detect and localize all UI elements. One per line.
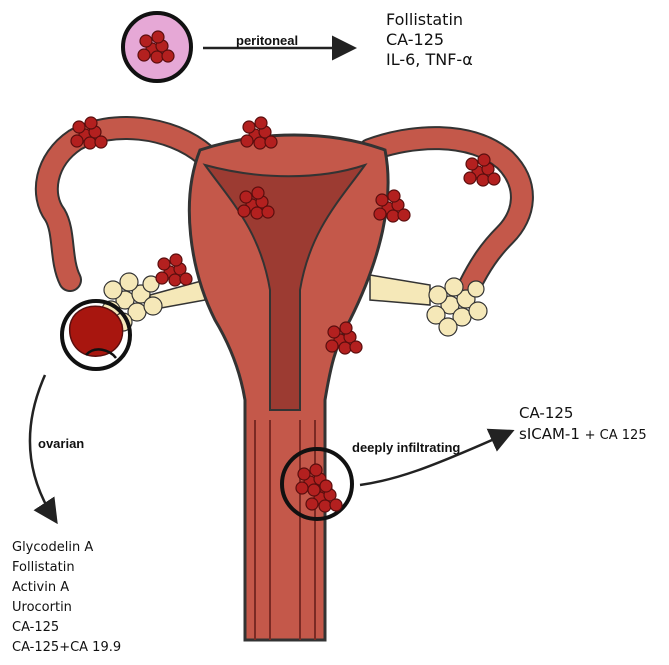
marker-item-extra: + CA 125 (585, 428, 647, 443)
peritoneal-marker-list: Follistatin CA-125 IL-6, TNF-α (386, 10, 473, 70)
marker-item: Follistatin (12, 558, 121, 578)
marker-item: sICAM-1 (519, 425, 580, 443)
marker-item: Urocortin (12, 598, 121, 618)
ovarian-label: ovarian (38, 436, 84, 451)
deep-marker-list: CA-125 sICAM-1 + CA 125 (519, 403, 647, 446)
marker-item: CA-125 (386, 30, 473, 50)
lesion-cluster (326, 322, 362, 354)
peritoneal-lesion-icon (123, 13, 191, 81)
deeply-infiltrating-label: deeply infiltrating (352, 440, 460, 455)
lesion-cluster (156, 254, 192, 286)
marker-item: Glycodelin A (12, 538, 121, 558)
marker-item: IL-6, TNF-α (386, 50, 473, 70)
marker-item: Follistatin (386, 10, 473, 30)
ovarian-marker-list: Glycodelin A Follistatin Activin A Uroco… (12, 538, 121, 658)
marker-item: Activin A (12, 578, 121, 598)
lesion-cluster (241, 117, 277, 149)
lesion-cluster (374, 190, 410, 222)
marker-item: CA-125 (519, 403, 647, 424)
marker-item: CA-125 (12, 618, 121, 638)
ovarian-lesion-icon (62, 301, 130, 369)
marker-item: CA-125+CA 19.9 (12, 638, 121, 658)
peritoneal-label: peritoneal (236, 33, 298, 48)
